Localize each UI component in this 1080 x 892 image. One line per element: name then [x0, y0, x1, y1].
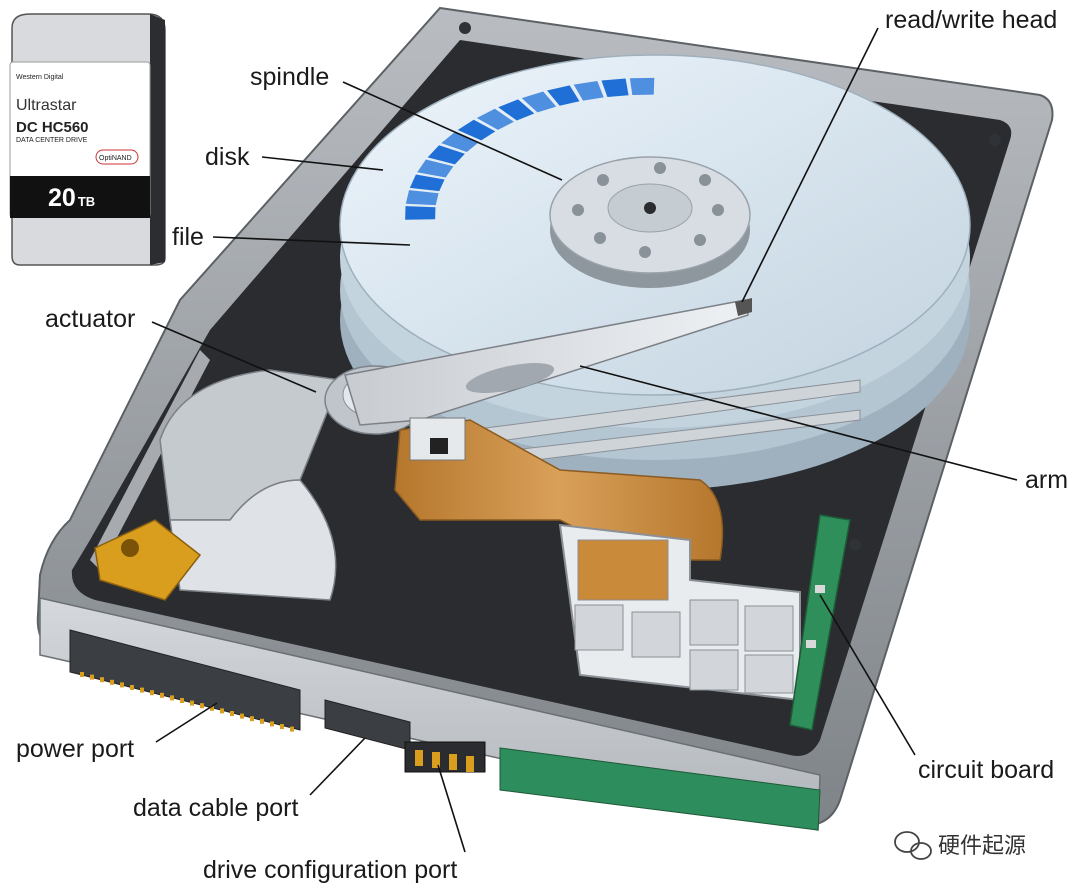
file-segment	[521, 91, 557, 113]
leader-read-write-head	[741, 27, 879, 303]
leader-lines	[151, 27, 1018, 853]
file-segment	[409, 174, 445, 192]
power-pin	[200, 703, 204, 709]
leader-data-cable-port	[309, 737, 366, 796]
leader-file	[212, 236, 411, 246]
file-segment	[417, 159, 454, 178]
file-segment	[457, 119, 496, 141]
file-segment	[427, 145, 465, 165]
model-text: DC HC560	[16, 119, 89, 136]
watermark-text: 硬件起源	[938, 834, 1026, 859]
file-segment	[405, 190, 439, 206]
file-segment	[498, 99, 535, 121]
power-pin	[250, 716, 254, 722]
file-segment	[476, 108, 514, 130]
spindle-hub	[549, 156, 751, 288]
power-pin	[220, 708, 224, 714]
file-segment	[405, 206, 436, 220]
label-actuator: actuator	[45, 305, 135, 333]
power-pin	[110, 679, 114, 685]
label-circuit-board: circuit board	[918, 756, 1054, 784]
series-text: Ultrastar	[16, 97, 77, 114]
power-pin	[120, 682, 124, 688]
power-pin	[270, 721, 274, 727]
connector-block	[558, 523, 801, 702]
badge-text: OptiNAND	[99, 155, 132, 162]
label-spindle: spindle	[250, 63, 329, 91]
wechat-icon	[894, 831, 932, 860]
power-pin	[100, 677, 104, 683]
power-pin	[180, 698, 184, 703]
file-segment	[573, 81, 604, 101]
file-segment	[629, 77, 655, 96]
file-segment	[441, 131, 479, 152]
power-pin	[280, 724, 284, 729]
label-arm: arm	[1025, 466, 1068, 494]
file-segment	[601, 78, 629, 97]
power-pin	[240, 713, 244, 719]
subtitle-text: DATA CENTER DRIVE	[16, 137, 88, 144]
power-pin	[140, 687, 144, 693]
label-file: file	[172, 223, 204, 251]
file-track	[405, 77, 655, 220]
product-photo: Western Digital Ultrastar DC HC560 DATA …	[9, 13, 166, 266]
watermark: 硬件起源	[894, 831, 1026, 860]
labels: spindle disk file actuator read/write he…	[16, 6, 1068, 884]
leader-arm	[579, 365, 1018, 481]
power-pin	[80, 672, 84, 677]
label-drive-configuration-port: drive configuration port	[203, 856, 457, 884]
power-pin	[290, 726, 294, 732]
power-pin	[210, 705, 214, 711]
leader-circuit-board	[819, 594, 916, 756]
brand-text: Western Digital	[16, 74, 64, 81]
power-port-pins	[80, 672, 294, 732]
drive-front-edge	[39, 597, 821, 831]
label-power-port: power port	[16, 735, 134, 763]
leader-config-port	[437, 764, 466, 853]
leader-power-port	[155, 702, 218, 743]
flex-cable	[394, 417, 724, 561]
actuator-arm	[344, 298, 861, 469]
leader-spindle	[342, 81, 563, 181]
leader-disk	[261, 156, 384, 171]
power-pin	[170, 695, 174, 701]
power-pin	[90, 674, 94, 680]
power-pin	[190, 700, 194, 706]
power-pin	[230, 711, 234, 716]
circuit-board-strip	[789, 514, 851, 731]
power-pin	[130, 685, 134, 690]
power-pin	[150, 690, 154, 696]
label-disk: disk	[205, 143, 250, 171]
power-pin	[260, 718, 264, 724]
label-data-cable-port: data cable port	[133, 794, 298, 822]
label-read-write-head: read/write head	[885, 6, 1057, 34]
file-segment	[547, 85, 580, 106]
leader-actuator	[151, 321, 317, 393]
power-pin	[160, 692, 164, 698]
